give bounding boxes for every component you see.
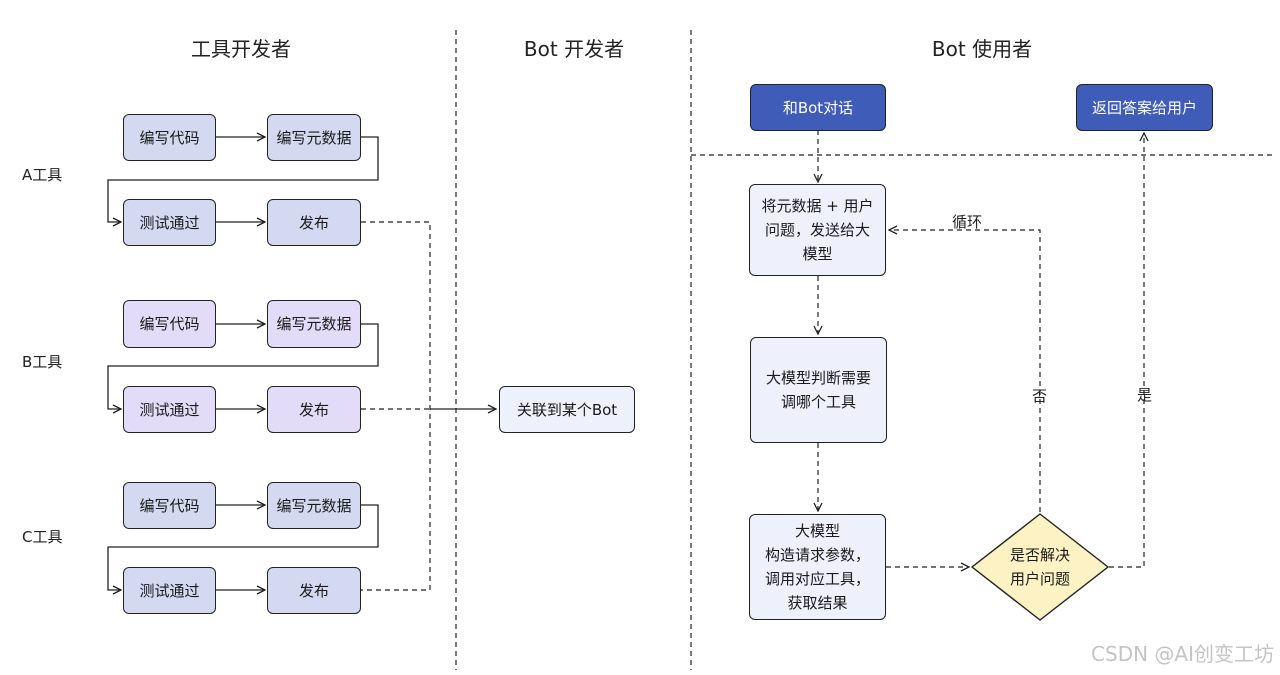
tool-b-publish: 发布: [267, 386, 361, 433]
watermark: CSDN @AI创变工坊: [1091, 642, 1274, 666]
lane-title-tool-developer: 工具开发者: [191, 37, 291, 61]
loop-label: 循环: [952, 213, 983, 231]
chat-with-bot-node: 和Bot对话: [750, 84, 886, 131]
link-to-bot-node: 关联到某个Bot: [499, 386, 635, 433]
lane-title-bot-developer: Bot 开发者: [523, 37, 625, 61]
no-label: 否: [1032, 387, 1048, 405]
tool-b-write-metadata: 编写元数据: [267, 300, 361, 348]
decision-diamond: [970, 513, 1110, 621]
send-to-llm-node: 将元数据 + 用户问题，发送给大模型: [749, 184, 886, 276]
tool-a-write-code: 编写代码: [123, 114, 216, 161]
tool-b-label: B工具: [22, 353, 63, 371]
is-solved-decision: 是否解决 用户问题: [972, 514, 1108, 620]
tool-c-label: C工具: [22, 528, 63, 546]
tool-a-test-passed: 测试通过: [123, 199, 216, 246]
tool-c-write-metadata: 编写元数据: [267, 482, 361, 529]
lane-title-bot-user: Bot 使用者: [931, 37, 1033, 61]
tool-a-publish: 发布: [267, 199, 361, 246]
is-solved-label: 是否解决 用户问题: [1009, 546, 1070, 588]
llm-build-params-node: 大模型 构造请求参数， 调用对应工具， 获取结果: [749, 514, 886, 620]
return-answer-node: 返回答案给用户: [1076, 84, 1213, 131]
tool-b-write-code: 编写代码: [123, 300, 216, 348]
llm-decide-tool-node: 大模型判断需要调哪个工具: [750, 337, 887, 443]
tool-b-test-passed: 测试通过: [123, 386, 216, 433]
tool-a-label: A工具: [22, 166, 63, 184]
tool-c-publish: 发布: [267, 567, 361, 614]
tool-c-test-passed: 测试通过: [123, 567, 216, 614]
tool-c-write-code: 编写代码: [123, 482, 216, 529]
tool-a-write-metadata: 编写元数据: [267, 114, 361, 161]
yes-label: 是: [1137, 386, 1153, 404]
